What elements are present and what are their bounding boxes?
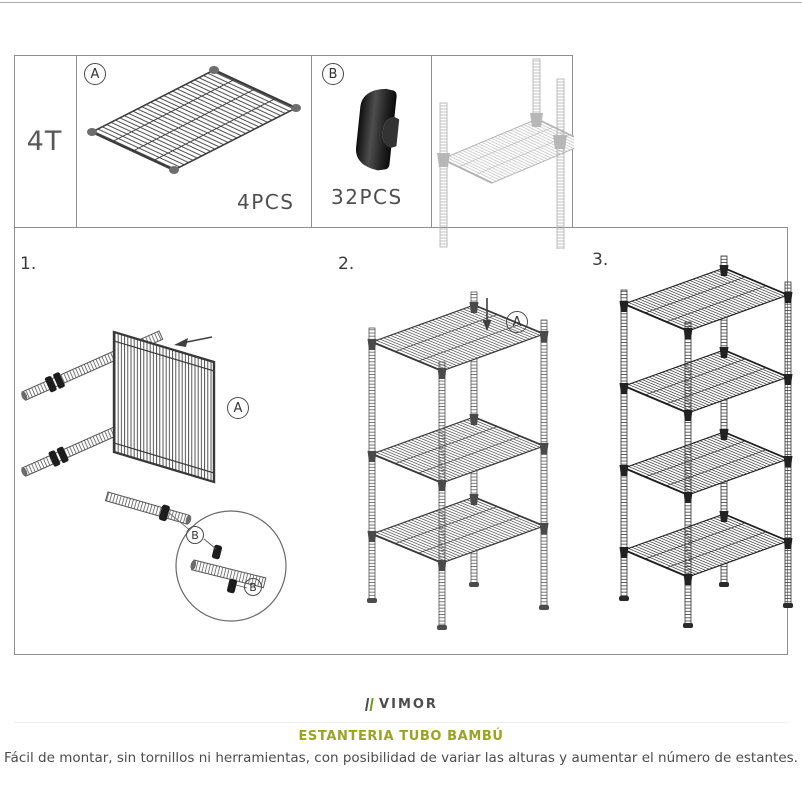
product-title: ESTANTERIA TUBO BAMBÚ — [298, 729, 504, 744]
vimor-logo-mark — [365, 698, 374, 711]
wire-shelf-panel — [112, 330, 216, 484]
pole-front — [438, 361, 446, 630]
clip-shape — [356, 88, 400, 171]
wire-shelf — [622, 513, 790, 578]
pole-right — [784, 281, 792, 608]
pole — [439, 102, 448, 248]
wire-shelf — [440, 118, 589, 184]
cone-sleeves — [619, 265, 793, 585]
top-border-line — [0, 2, 802, 3]
clip — [158, 504, 170, 522]
corner-sleeve — [291, 104, 301, 112]
part-b-quantity: 32PCS — [331, 185, 403, 209]
step1-callout-b-top: B — [186, 526, 204, 544]
part-a-callout: A — [84, 63, 106, 85]
table-divider — [76, 56, 77, 227]
wire-shelf — [622, 349, 790, 414]
model-label: 4T — [26, 126, 63, 157]
part-a-quantity: 4PCS — [237, 190, 295, 214]
wire-shelf — [369, 496, 547, 564]
threaded-pole — [104, 491, 192, 525]
assembly-preview-image — [430, 57, 589, 250]
step2-illustration — [356, 284, 561, 634]
clip — [53, 372, 65, 389]
part-b-callout: B — [322, 63, 344, 85]
cone-sleeves — [367, 302, 549, 571]
leader-line — [203, 538, 217, 550]
pole — [556, 78, 565, 250]
step3-illustration — [606, 252, 796, 637]
table-divider — [431, 56, 432, 227]
step3-number: 3. — [592, 250, 609, 270]
pole — [532, 58, 541, 116]
step1-callout-a: A — [227, 397, 249, 419]
brand-name: VIMOR — [379, 697, 438, 712]
corner-sleeve — [169, 166, 179, 174]
product-description: Fácil de montar, sin tornillos ni herram… — [4, 750, 798, 766]
leveling-feet — [367, 582, 549, 630]
arrow-left-icon — [174, 336, 213, 347]
step1-callout-b-bottom: B — [244, 578, 262, 596]
step1-number: 1. — [20, 254, 37, 274]
part-b-clip-illustration — [338, 82, 414, 178]
clip — [211, 544, 223, 560]
arrow-down-icon — [482, 298, 492, 331]
cone-sleeve — [530, 113, 543, 127]
step2-number: 2. — [338, 254, 355, 274]
corner-sleeve — [209, 66, 219, 74]
corner-sleeve — [87, 128, 97, 136]
wire-shelf — [369, 304, 547, 372]
step2-callout-a: A — [506, 311, 528, 333]
brand-logo: VIMOR — [0, 698, 802, 711]
leveling-feet — [619, 582, 793, 628]
part-a-shelf-illustration — [80, 60, 308, 190]
pole-right — [540, 319, 548, 610]
clip — [56, 446, 69, 463]
wire-shelf — [622, 267, 790, 332]
cone-sleeve — [437, 153, 450, 167]
wire-shelf — [89, 68, 299, 172]
step1-illustration — [16, 296, 306, 646]
clip — [226, 578, 238, 594]
clip — [44, 376, 57, 393]
table-divider — [311, 56, 312, 227]
pole-left — [368, 327, 376, 603]
wire-shelf — [369, 416, 547, 484]
cone-sleeve — [553, 135, 567, 149]
wire-shelf — [622, 431, 790, 496]
footer-divider — [14, 722, 788, 723]
clip — [48, 450, 61, 467]
